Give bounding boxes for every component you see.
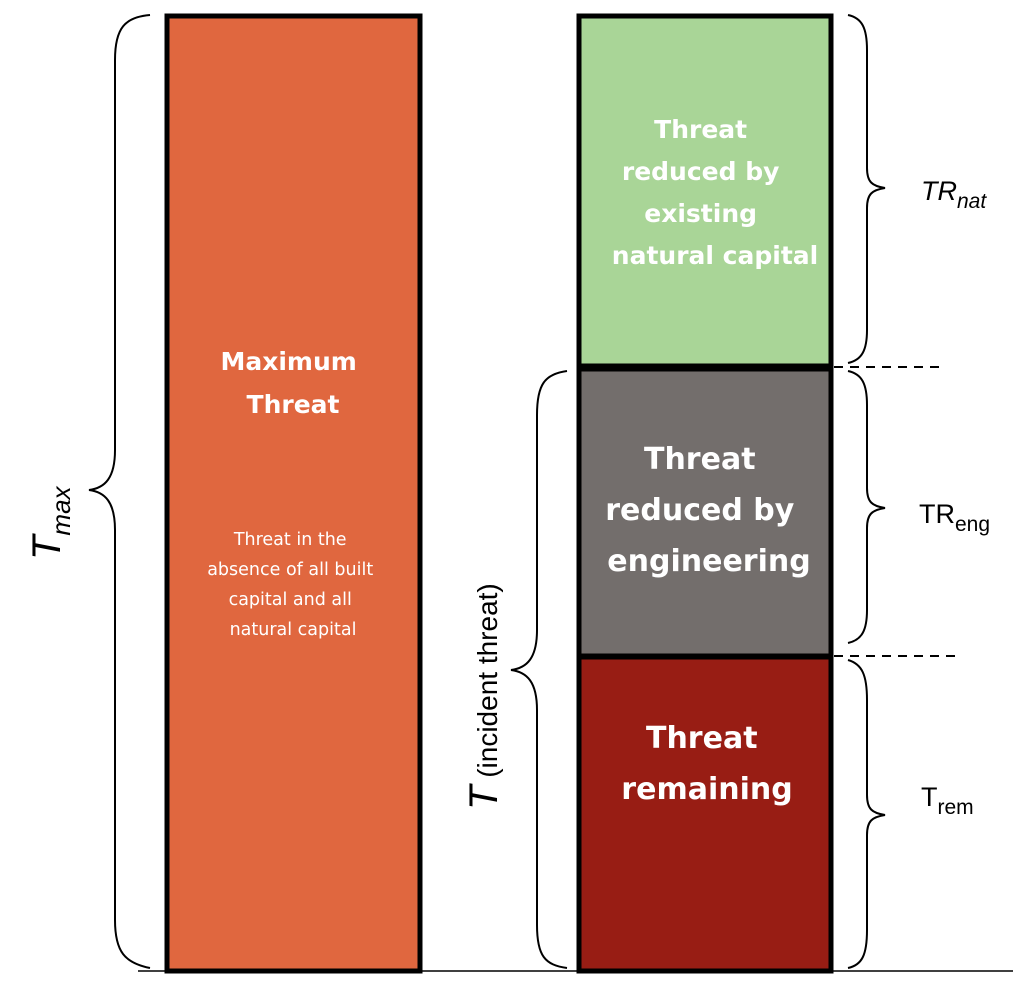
- incident-threat-label: T (incident threat): [462, 583, 506, 810]
- maximum-threat-box: [164, 13, 423, 974]
- engineering-box: [576, 366, 834, 659]
- natural-capital-label: Threat reduced by existing natural capit…: [612, 115, 818, 270]
- tmax-brace: [88, 14, 151, 969]
- tr-eng-label: TReng: [919, 499, 990, 536]
- natural-capital-box: [576, 13, 834, 369]
- tr-eng-brace: [847, 370, 886, 644]
- tr-nat-label: TRnat: [921, 176, 987, 213]
- tr-nat-brace: [847, 14, 886, 364]
- remaining-label: Threat remaining: [621, 721, 792, 807]
- t-rem-brace: [847, 659, 886, 969]
- maximum-threat-title: Maximum Threat: [220, 347, 365, 419]
- engineering-label: Threat reduced by engineering: [605, 442, 810, 579]
- t-rem-label: Trem: [921, 782, 974, 819]
- remaining-box: [576, 654, 834, 974]
- incident-threat-brace: [510, 370, 568, 969]
- maximum-threat-description: Threat in the absence of all built capit…: [207, 530, 379, 640]
- tmax-label: Tmax: [25, 485, 76, 560]
